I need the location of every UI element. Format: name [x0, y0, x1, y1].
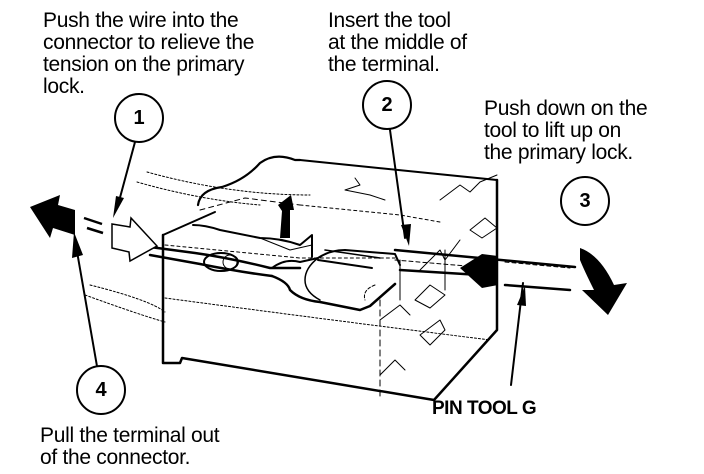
- wire-and-terminal: [148, 245, 401, 312]
- push-in-arrow: [111, 216, 159, 263]
- callout-4-number: 4: [95, 379, 107, 401]
- leader-lines: [74, 129, 524, 386]
- arrowhead-1: [113, 196, 124, 218]
- step-1-instruction: Push the wire into the connector to reli…: [43, 9, 255, 98]
- lift-up-arrow: [278, 195, 294, 238]
- motion-dashes: [83, 216, 104, 235]
- callout-3: 3: [560, 176, 610, 226]
- connector-housing: [161, 155, 499, 402]
- callout-1-number: 1: [133, 107, 144, 129]
- callout-3-number: 3: [579, 190, 590, 212]
- pull-out-arrow: [30, 195, 75, 238]
- step-3-instruction: Push down on the tool to lift up on the …: [484, 97, 648, 164]
- arrowhead-2: [401, 224, 411, 246]
- background-contours: [84, 171, 491, 341]
- callout-2: 2: [362, 80, 412, 130]
- callout-2-number: 2: [381, 94, 392, 116]
- insert-tool-arrow: [460, 254, 498, 288]
- arrowhead-4: [72, 232, 83, 258]
- push-down-arrow: [580, 248, 627, 315]
- pin-tool-label: PIN TOOL G: [432, 398, 537, 419]
- step-2-instruction: Insert the tool at the middle of the ter…: [328, 9, 467, 76]
- callout-4: 4: [76, 365, 126, 415]
- arrowhead-pin: [517, 286, 526, 306]
- callout-1: 1: [114, 93, 164, 143]
- step-4-instruction: Pull the terminal out of the connector.: [40, 424, 220, 469]
